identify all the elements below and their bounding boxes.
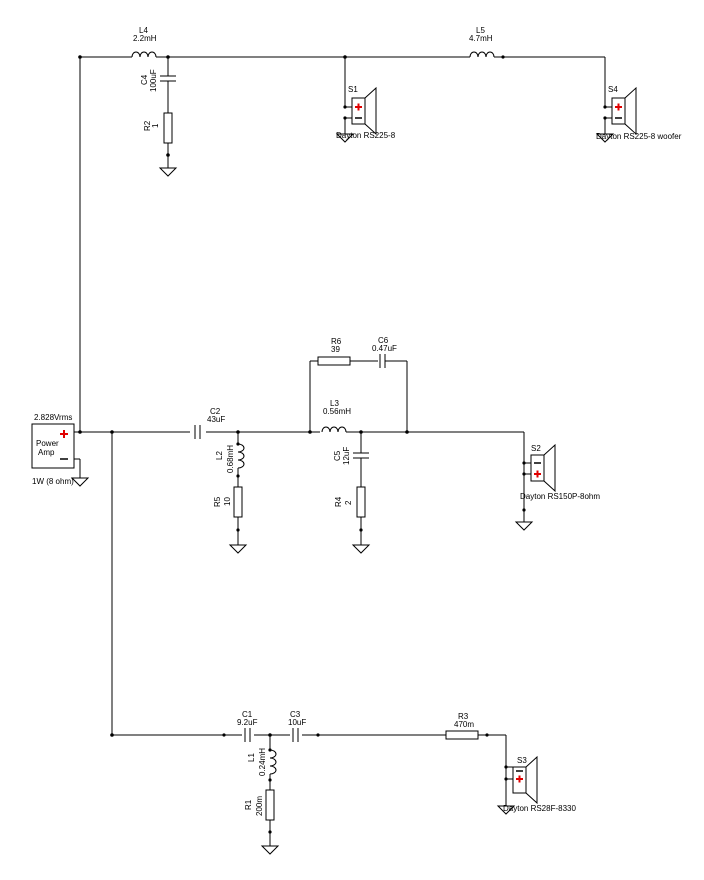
ground-icon xyxy=(496,805,516,815)
C6-ref: C6 xyxy=(378,336,389,345)
source-name-line1: Power xyxy=(36,439,59,448)
C1-ref: C1 xyxy=(242,710,253,719)
capacitor-C1: C1 9.2uF xyxy=(237,710,258,742)
resistor-R4: R4 2 xyxy=(334,486,371,554)
bottom-branch: C1 9.2uF C3 10uF L1 0.24mH R1 2 xyxy=(110,710,576,855)
inductor-L5: L5 4.7mH xyxy=(469,26,495,58)
resistor-R6: R6 39 xyxy=(317,337,351,366)
C2-value: 43uF xyxy=(207,415,225,424)
power-amp-body xyxy=(31,423,75,469)
ground-icon xyxy=(228,544,248,554)
C6-value: 0.47uF xyxy=(372,344,397,353)
S4-ref: S4 xyxy=(608,85,618,94)
source-name-line2: Amp xyxy=(38,448,55,457)
R3-value: 470m xyxy=(454,720,474,729)
ground-icon xyxy=(595,133,615,143)
L2-ref: L2 xyxy=(215,451,224,460)
C4-value: 100uF xyxy=(149,69,158,92)
C5-ref: C5 xyxy=(333,450,342,461)
speaker-S4: S4 Dayton RS225-8 woofer xyxy=(595,57,682,143)
S2-model: Dayton RS150P-8ohm xyxy=(520,492,600,501)
inductor-L4: L4 2.2mH xyxy=(131,26,157,58)
middle-branch: C2 43uF L2 0.68mH R5 10 xyxy=(190,336,600,554)
capacitor-C6: C6 0.47uF xyxy=(372,336,397,368)
C5-value: 12uF xyxy=(342,447,351,465)
S3-ref: S3 xyxy=(517,756,527,765)
resistor-R2: R2 1 xyxy=(143,112,178,177)
R3-ref: R3 xyxy=(458,712,469,721)
L2-value: 0.68mH xyxy=(226,445,235,473)
capacitor-C5: C5 12uF xyxy=(333,432,369,487)
source-voltage: 2.828Vrms xyxy=(34,413,72,422)
C4-ref: C4 xyxy=(140,74,149,85)
R6-value: 39 xyxy=(331,345,340,354)
capacitor-C4: C4 100uF xyxy=(140,57,176,113)
S2-ref: S2 xyxy=(531,444,541,453)
R2-value: 1 xyxy=(151,123,160,128)
L5-value: 4.7mH xyxy=(469,34,493,43)
ground-icon xyxy=(514,521,534,531)
ground-icon xyxy=(158,167,178,177)
C1-value: 9.2uF xyxy=(237,718,258,727)
inductor-L3: L3 0.56mH xyxy=(320,399,351,434)
speaker-S1: S1 Dayton RS225-8 xyxy=(335,57,396,143)
R4-value: 2 xyxy=(344,500,353,505)
R1-ref: R1 xyxy=(244,799,253,810)
ground-icon xyxy=(260,845,280,855)
C2-ref: C2 xyxy=(210,407,221,416)
C3-ref: C3 xyxy=(290,710,301,719)
L3-ref: L3 xyxy=(330,399,339,408)
L1-ref: L1 xyxy=(247,753,256,762)
L3-value: 0.56mH xyxy=(323,407,351,416)
R2-ref: R2 xyxy=(143,120,152,131)
resistor-R1: R1 200m xyxy=(244,789,280,855)
speaker-S2: S2 Dayton RS150P-8ohm xyxy=(514,432,600,531)
capacitor-C3: C3 10uF xyxy=(288,710,306,742)
S4-model: Dayton RS225-8 woofer xyxy=(596,132,682,141)
capacitor-C2: C2 43uF xyxy=(190,407,225,439)
top-branch: L4 2.2mH C4 100uF R2 1 xyxy=(80,26,682,177)
source-rating: 1W (8 ohm) xyxy=(32,477,74,486)
R4-ref: R4 xyxy=(334,496,343,507)
R6-ref: R6 xyxy=(331,337,342,346)
inductor-L2: L2 0.68mH xyxy=(215,432,245,487)
resistor-R3: R3 470m xyxy=(445,712,479,740)
power-amp: 2.828Vrms Power Amp 1W (8 ohm) xyxy=(31,413,90,487)
C3-value: 10uF xyxy=(288,718,306,727)
S1-ref: S1 xyxy=(348,85,358,94)
S1-model: Dayton RS225-8 xyxy=(336,131,396,140)
R5-ref: R5 xyxy=(213,496,222,507)
main-bus xyxy=(72,55,524,735)
L4-value: 2.2mH xyxy=(133,34,157,43)
R1-value: 200m xyxy=(255,796,264,816)
ground-icon xyxy=(70,477,90,487)
speaker-S3: S3 Dayton RS28F-8330 xyxy=(496,735,576,815)
R5-value: 10 xyxy=(223,497,232,506)
L4-ref: L4 xyxy=(139,26,148,35)
ground-icon xyxy=(335,133,355,143)
S3-model: Dayton RS28F-8330 xyxy=(503,804,576,813)
L1-value: 0.24mH xyxy=(258,748,267,776)
L5-ref: L5 xyxy=(476,26,485,35)
resistor-R5: R5 10 xyxy=(213,486,248,554)
ground-icon xyxy=(351,544,371,554)
inductor-L1: L1 0.24mH xyxy=(247,735,277,790)
